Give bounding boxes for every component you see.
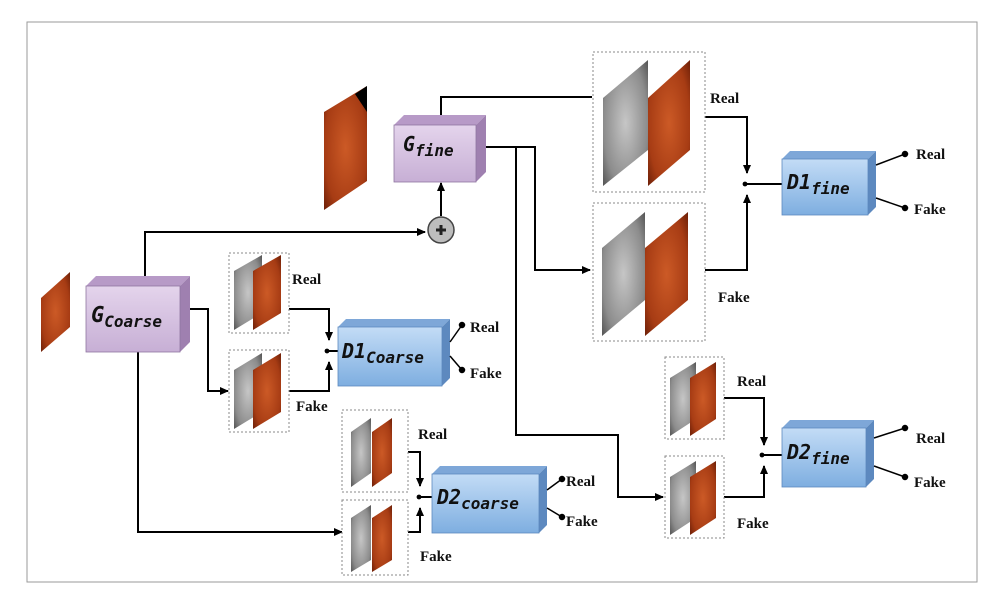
d2-coarse-output-fake: Fake [566,514,598,530]
generator-fine-subscript: fine [415,141,454,160]
d2-fine-subscript: fine [811,449,850,468]
coarse-real-pair-label: Real [292,272,321,288]
fine-real-pair [592,51,706,193]
fine-real-pair-label: Real [710,91,739,107]
discriminator-d2-coarse-box: D2coarse [431,466,547,534]
discriminator-d1-fine-box: D1fine [781,151,876,216]
generator-coarse-subscript: Coarse [104,312,162,331]
fine-fake-pair [592,202,706,342]
d1-coarse-output-fake: Fake [470,366,502,382]
generator-coarse-label: G [91,303,104,328]
svg-text:D1fine: D1fine [786,170,850,198]
d1-fine-output-real: Real [916,147,945,163]
coarse-fake-pair-label: Fake [296,399,328,415]
discriminator-d2-fine-box: D2fine [781,420,874,488]
d2-coarse-fake-pair-label: Fake [420,549,452,565]
d2-coarse-fake-pair [341,499,409,576]
input-fundus-image-coarse [41,272,70,352]
d1-fine-output-fake: Fake [914,202,946,218]
d2-coarse-label: D2 [436,485,461,509]
d1-fine-subscript: fine [811,179,850,198]
d2-coarse-subscript: coarse [461,494,519,513]
generator-coarse-box: GCoarse [85,276,190,353]
d2-fine-fake-pair-label: Fake [737,516,769,532]
d2-fine-label: D2 [786,440,811,464]
d2-fine-real-pair-label: Real [737,374,766,390]
discriminator-d1-coarse-box: D1Coarse [337,319,450,387]
d1-coarse-label: D1 [341,339,366,363]
coarse-fake-pair [228,349,290,433]
d2-coarse-real-pair [341,409,409,493]
plus-icon [427,216,455,244]
d2-coarse-output-real: Real [566,474,595,490]
output-lines [449,150,909,521]
real-fake-labels: Real Fake Real Fake Real Fake Real Fake … [292,91,946,565]
svg-text:GCoarse: GCoarse [91,303,162,331]
generator-fine-box: Gfine [393,115,486,183]
connections [137,96,782,536]
d2-fine-fake-pair [664,455,725,539]
fine-fake-pair-label: Fake [718,290,750,306]
svg-text:D1Coarse: D1Coarse [341,339,424,367]
d2-fine-real-pair [664,356,725,440]
coarse-real-pair [228,252,290,334]
d2-fine-output-fake: Fake [914,475,946,491]
d1-fine-label: D1 [786,170,811,194]
d1-coarse-output-real: Real [470,320,499,336]
d2-fine-output-real: Real [916,431,945,447]
svg-text:D2coarse: D2coarse [436,485,519,513]
d2-coarse-real-pair-label: Real [418,427,447,443]
svg-text:Gfine: Gfine [403,132,454,160]
d1-coarse-subscript: Coarse [366,348,424,367]
input-fundus-image-fine [324,86,367,210]
svg-text:D2fine: D2fine [786,440,850,468]
generator-fine-label: G [403,132,415,156]
